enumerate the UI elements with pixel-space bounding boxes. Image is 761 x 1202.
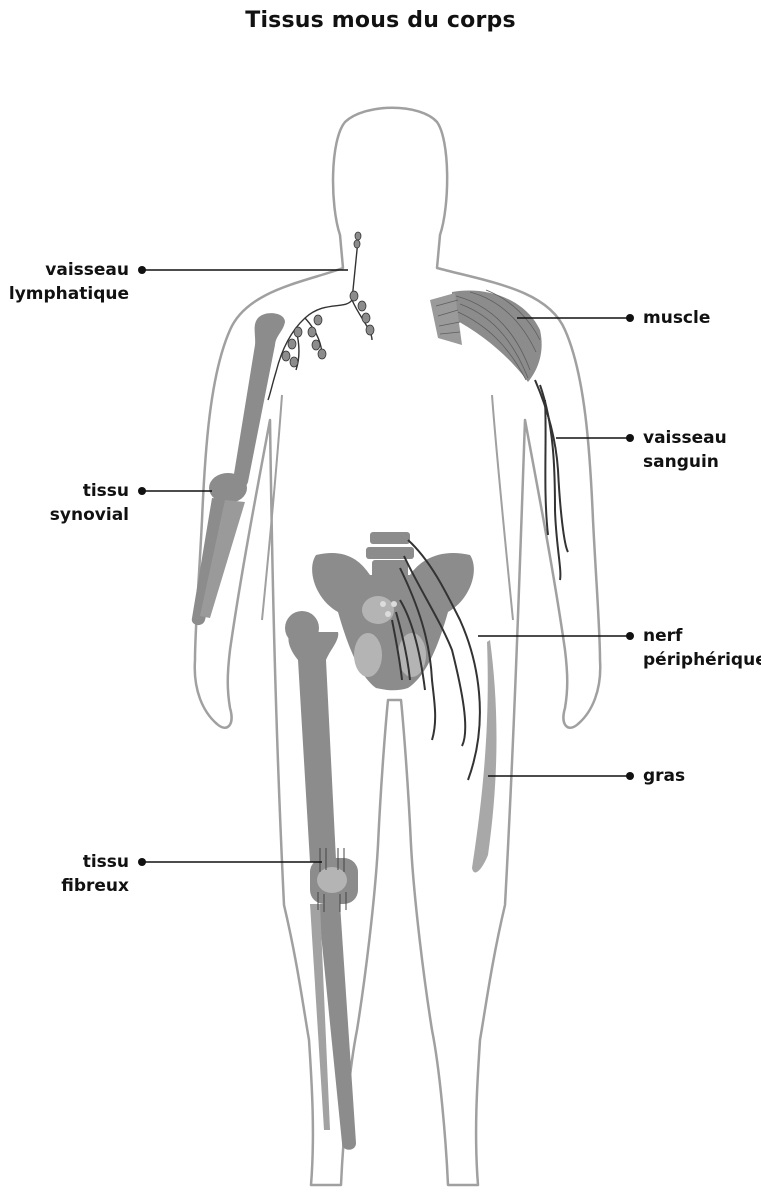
muscle-shape — [430, 290, 542, 382]
label-line: vaisseau — [9, 258, 129, 282]
label-line: gras — [643, 764, 685, 788]
leader-dot-muscle — [626, 314, 634, 322]
pelvis — [312, 532, 474, 690]
label-line: vaisseau — [643, 426, 727, 450]
label-line: tissu — [61, 850, 129, 874]
blood-vessels — [535, 380, 568, 580]
leader-dot-nerve — [626, 632, 634, 640]
lymph-nodes — [282, 232, 374, 367]
leader-dot-fibrous — [138, 858, 146, 866]
leader-dot-lymph — [138, 266, 146, 274]
label-line: périphérique — [643, 648, 761, 672]
label-line: lymphatique — [9, 282, 129, 306]
label-lymphatic-vessel: vaisseau lymphatique — [9, 258, 129, 306]
leader-dot-fat — [626, 772, 634, 780]
label-line: tissu — [50, 479, 129, 503]
label-line: muscle — [643, 306, 710, 330]
label-peripheral-nerve: nerf périphérique — [643, 624, 761, 672]
label-line: fibreux — [61, 874, 129, 898]
label-fat: gras — [643, 764, 685, 788]
leg-bones — [285, 611, 358, 1150]
label-line: synovial — [50, 503, 129, 527]
label-line: nerf — [643, 624, 761, 648]
label-blood-vessel: vaisseau sanguin — [643, 426, 727, 474]
label-line: sanguin — [643, 450, 727, 474]
label-fibrous-tissue: tissu fibreux — [61, 850, 129, 898]
label-muscle: muscle — [643, 306, 710, 330]
leader-dot-blood — [626, 434, 634, 442]
leader-dot-synovial — [138, 487, 146, 495]
label-synovial-tissue: tissu synovial — [50, 479, 129, 527]
